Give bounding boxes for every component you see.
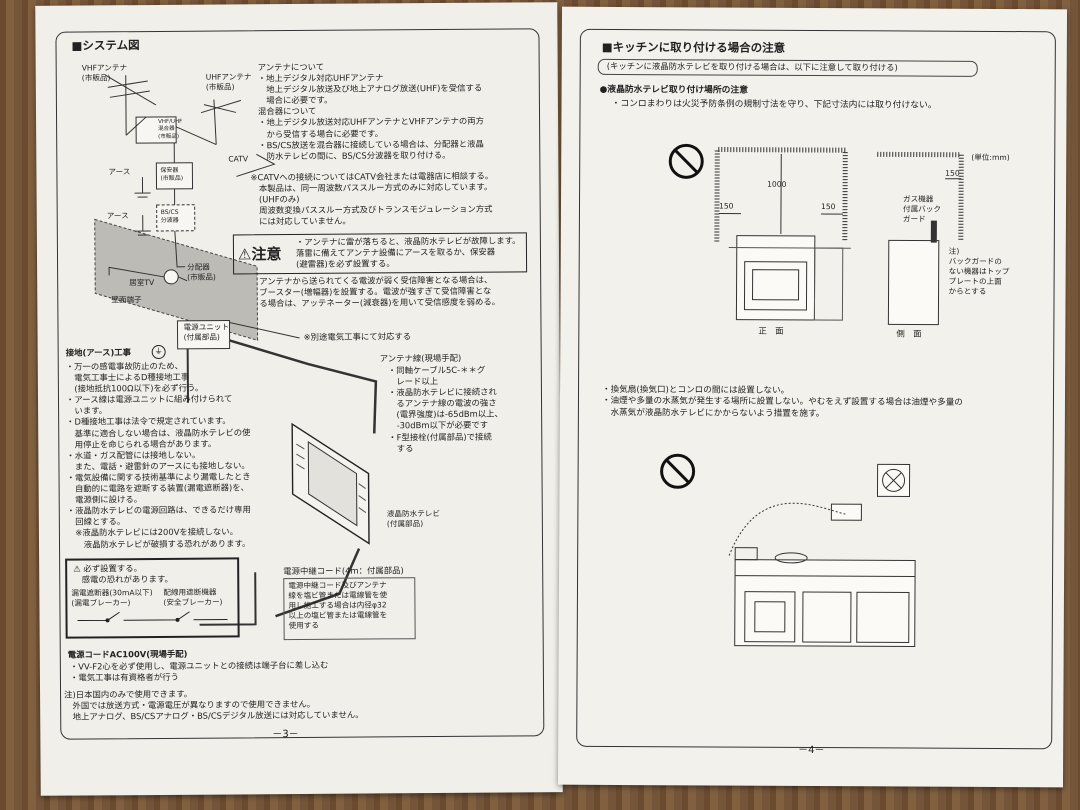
- uhf-antenna-label: UHFアンテナ (市販品): [205, 72, 252, 92]
- antenna-cable-text: ・同軸ケーブル5C-＊＊グ レード以上 ・液晶防水テレビに接続され るアンテナ線…: [387, 364, 503, 454]
- range-hood-scene: [728, 463, 916, 648]
- caution-box: ⚠注意 ・アンテナに雷が落ちると、液晶防水テレビが故障します。 落雷に備えてアン…: [232, 232, 528, 275]
- power-cord-title: 電源コードAC100V(現場手配): [67, 648, 188, 660]
- footnote: 注)日本国内のみで使用できます。 外国では放送方式・電源電圧が異なりますので使用…: [64, 688, 364, 722]
- power-cord-text: ・VV-F2心を必ず使用し、電源ユニットとの接続は端子台に差し込む ・電気工事は…: [69, 659, 329, 683]
- caution-icon: ⚠注意: [237, 245, 282, 264]
- bscs-label: BS/CS 分波器: [160, 208, 179, 224]
- system-diagram: [94, 74, 378, 626]
- antenna-cable: [125, 116, 217, 268]
- backguard-note: 注) バックガードの ない機器はトップ プレートの上面 からとする: [948, 246, 1010, 296]
- dimension-150-right: 150: [820, 202, 836, 212]
- protector-label: 保安器 (市販品): [160, 166, 184, 182]
- antenna-line-path: [229, 339, 378, 434]
- splitter-label: 分配器 (市販品): [187, 262, 216, 282]
- side-view-label: 側 面: [896, 328, 922, 339]
- relay-cord-box: 電源中継コード及びアンテナ 線を塩ビ管または電線管を使 用し施工する場合は内径φ…: [283, 577, 416, 641]
- dimension-1000: 1000: [767, 179, 787, 189]
- uhf-antenna-icon: [200, 99, 242, 145]
- prohibited-icon: [660, 453, 696, 489]
- prohibited-icon: [668, 143, 704, 179]
- relay-cord-title: 電源中継コード(4m：付属部品): [283, 565, 404, 577]
- room-tv-label: 居室TV: [129, 278, 155, 288]
- vhf-antenna-icon: [105, 74, 157, 136]
- earth-label-2: アース: [106, 211, 129, 221]
- catv-label: CATV: [228, 154, 249, 164]
- waterproof-tv-icon: [291, 422, 370, 545]
- earth-work-title: 接地(アース)工事: [65, 347, 132, 358]
- antenna-notes: アンテナについて ・地上デジタル対応UHFアンテナ 地上デジタル放送及び地上アナ…: [257, 61, 484, 162]
- manual-page-right: ■キッチンに取り付ける場合の注意 (キッチンに液晶防水テレビを取り付ける場合は、…: [557, 6, 1068, 788]
- mixer-box: [135, 116, 177, 144]
- manual-page-left: ■システム図: [35, 2, 563, 796]
- gas-backguard-label: ガス機器 付属バック ガード: [902, 194, 941, 224]
- power-unit-label: 電源ユニット (付属部品): [183, 322, 230, 342]
- page-number-right: －4－: [798, 744, 825, 757]
- breaker-switch-icon: [77, 611, 228, 623]
- page-number-left: －3－: [272, 729, 299, 741]
- catv-note: ※CATVへの接続についてはCATV会社または電器店に相談する。 本製品は、同一…: [250, 170, 494, 227]
- dimension-150-side: 150: [945, 168, 960, 178]
- ground-symbol-icon: ⏚: [151, 344, 166, 360]
- caution-label: 注意: [251, 245, 282, 264]
- kitchen-diagram: [660, 143, 964, 648]
- splitter-icon: [163, 269, 179, 285]
- side-view-drawing: [877, 151, 964, 326]
- front-view-label: 正 面: [758, 325, 784, 336]
- installation-bullets: ・換気扇(換気口)とコンロの間には設置しない。 ・油煙や多量の水蒸気が発生する場…: [601, 384, 963, 419]
- separate-work-note: ※別途電気工事にて対応する: [303, 331, 412, 342]
- booster-note: アンテナから送られてくる電波が弱く受信障害となる場合は、 ブースター(増幅器)を…: [259, 274, 501, 309]
- mixer-label: VHF/UHF 混合器 (市販品): [158, 118, 183, 140]
- antenna-cable-title: アンテナ線(現場手配): [379, 352, 462, 364]
- unit-label: (単位:mm): [971, 152, 1010, 163]
- earth-work-text: ・万一の感電事故防止のため、 電気工事士によるD種接地工事 (接地抵抗100Ω以…: [65, 360, 251, 550]
- wall-terminal-label: 壁面端子: [111, 295, 142, 305]
- vhf-antenna-label: VHFアンテナ (市販品): [81, 63, 128, 83]
- caution-text: ・アンテナに雷が落ちると、液晶防水テレビが故障します。 落雷に備えてアンテナ設備…: [295, 235, 521, 270]
- dimension-150-left: 150: [718, 201, 734, 211]
- earth-label-1: アース: [108, 167, 131, 177]
- power-unit-box: [176, 319, 231, 350]
- relay-cord-text: 電源中継コード及びアンテナ 線を塩ビ管または電線管を使 用し施工する場合は内径φ…: [288, 580, 388, 631]
- earth-ground-icon: [134, 177, 151, 236]
- bscs-box: [156, 204, 196, 232]
- tv-label: 液晶防水テレビ (付属部品): [386, 509, 440, 529]
- warning-box: ⚠ 必ず設置する。 感電の恐れがあります。 漏電遮断器(30mA以下) (漏電ブ…: [65, 557, 240, 639]
- front-view-drawing: [714, 146, 851, 321]
